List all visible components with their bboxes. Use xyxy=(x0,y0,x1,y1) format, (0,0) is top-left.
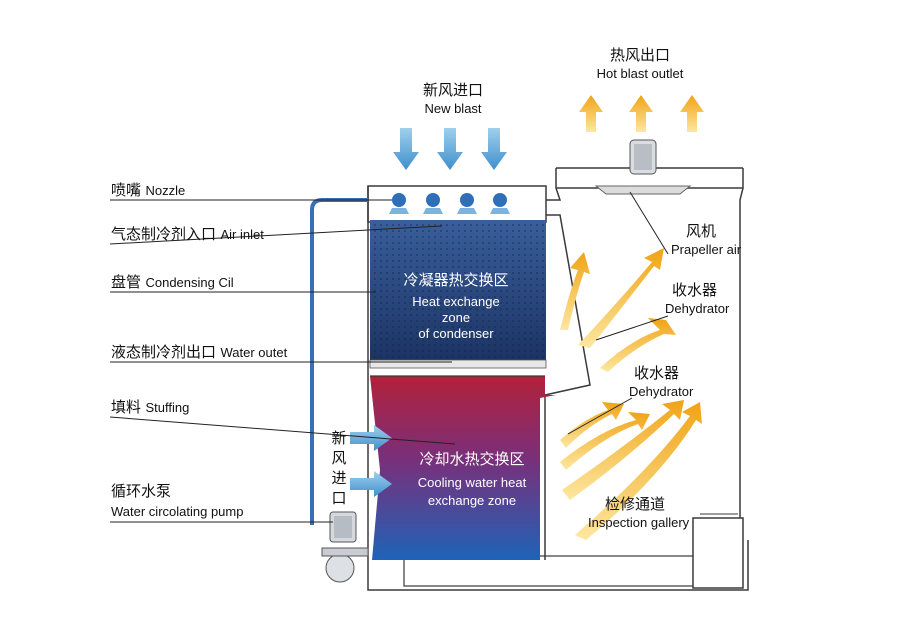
lower-air-flow xyxy=(560,400,702,540)
dehydrator-1-label-cn: 收水器 xyxy=(672,281,718,299)
hot-blast-label-en: Hot blast outlet xyxy=(596,66,684,81)
condenser-zone-label-cn: 冷凝器热交换区 xyxy=(403,271,509,289)
air-inlet-label-cn: 气态制冷剂入口 xyxy=(111,225,217,243)
side-inlet-char: 风 xyxy=(331,449,347,467)
hot-blast-label-cn: 热风出口 xyxy=(609,46,671,64)
side-inlet-label: 新 风 进 口 xyxy=(330,428,348,508)
nozzle-label-cn: 喷嘴 xyxy=(111,181,142,199)
water-pump xyxy=(321,511,369,583)
nozzle-icon xyxy=(457,193,477,214)
nozzles xyxy=(389,193,510,214)
nozzle-icon xyxy=(490,193,510,214)
condensing-coil-label-cn: 盘管 xyxy=(111,273,142,291)
hot-blast-arrows xyxy=(579,95,704,132)
nozzle-icon xyxy=(423,193,443,214)
air-inlet-label-en: Air inlet xyxy=(220,227,264,242)
inspection-label-cn: 检修通道 xyxy=(605,495,666,513)
stuffing-label-en: Stuffing xyxy=(145,400,190,415)
inspection-label-en: Inspection gallery xyxy=(588,515,690,530)
fan-label-cn: 风机 xyxy=(686,222,717,240)
new-blast-label-en: New blast xyxy=(424,101,482,116)
condenser-zone-label-en-2: zone xyxy=(441,310,471,325)
new-blast-arrows xyxy=(393,128,507,170)
side-inlet-arrows xyxy=(350,425,392,497)
down-arrow-icon xyxy=(393,128,419,170)
up-arrow-icon xyxy=(579,95,603,132)
water-outlet-label-en: Water outet xyxy=(220,345,288,360)
pump-label-en: Water circolating pump xyxy=(111,504,244,519)
right-arrow-icon xyxy=(350,471,392,497)
cooling-zone-label-en-1: Cooling water heat xyxy=(417,475,527,490)
up-arrow-icon xyxy=(629,95,653,132)
stuffing-fill xyxy=(370,375,556,560)
nozzle-label: 喷嘴 Nozzle xyxy=(111,183,185,199)
fan xyxy=(594,139,692,195)
inspection-gallery xyxy=(692,513,744,589)
side-inlet-char: 口 xyxy=(331,489,347,507)
condenser-zone-label-en-1: Heat exchange xyxy=(412,294,500,309)
upper-air-flow xyxy=(560,248,676,372)
down-arrow-icon xyxy=(437,128,463,170)
dehydrator-2-label-cn: 收水器 xyxy=(634,364,680,382)
condensing-coil xyxy=(369,220,547,369)
stuffing-label: 填料 Stuffing xyxy=(111,400,189,416)
dehydrator-1-label-en: Dehydrator xyxy=(665,301,730,316)
water-outlet-label: 液态制冷剂出口 Water outet xyxy=(111,345,287,361)
water-outlet-label-cn: 液态制冷剂出口 xyxy=(111,343,217,361)
up-arrow-icon xyxy=(680,95,704,132)
nozzle-box xyxy=(367,185,547,223)
cooling-zone-label-en-2: exchange zone xyxy=(427,493,517,508)
condensing-coil-label: 盘管 Condensing Cil xyxy=(111,275,234,291)
right-arrow-icon xyxy=(350,425,392,451)
nozzle-label-en: Nozzle xyxy=(145,183,186,198)
condenser-zone-label-en-3: of condenser xyxy=(418,326,494,341)
leader-lines xyxy=(109,191,669,523)
air-inlet-label: 气态制冷剂入口 Air inlet xyxy=(111,227,264,243)
dehydrator-2-label-en: Dehydrator xyxy=(629,384,694,399)
side-inlet-char: 进 xyxy=(331,469,347,487)
side-inlet-char: 新 xyxy=(331,429,347,447)
fan-label-en: Prapeller air xyxy=(671,242,742,257)
stuffing-label-cn: 填料 xyxy=(111,398,142,416)
nozzle-icon xyxy=(389,193,409,214)
pump-label-cn: 循环水泵 xyxy=(111,482,172,500)
cooling-zone-label-cn: 冷却水热交换区 xyxy=(419,450,525,468)
condensing-coil-label-en: Condensing Cil xyxy=(145,275,234,290)
down-arrow-icon xyxy=(481,128,507,170)
new-blast-label-cn: 新风进口 xyxy=(422,81,484,99)
